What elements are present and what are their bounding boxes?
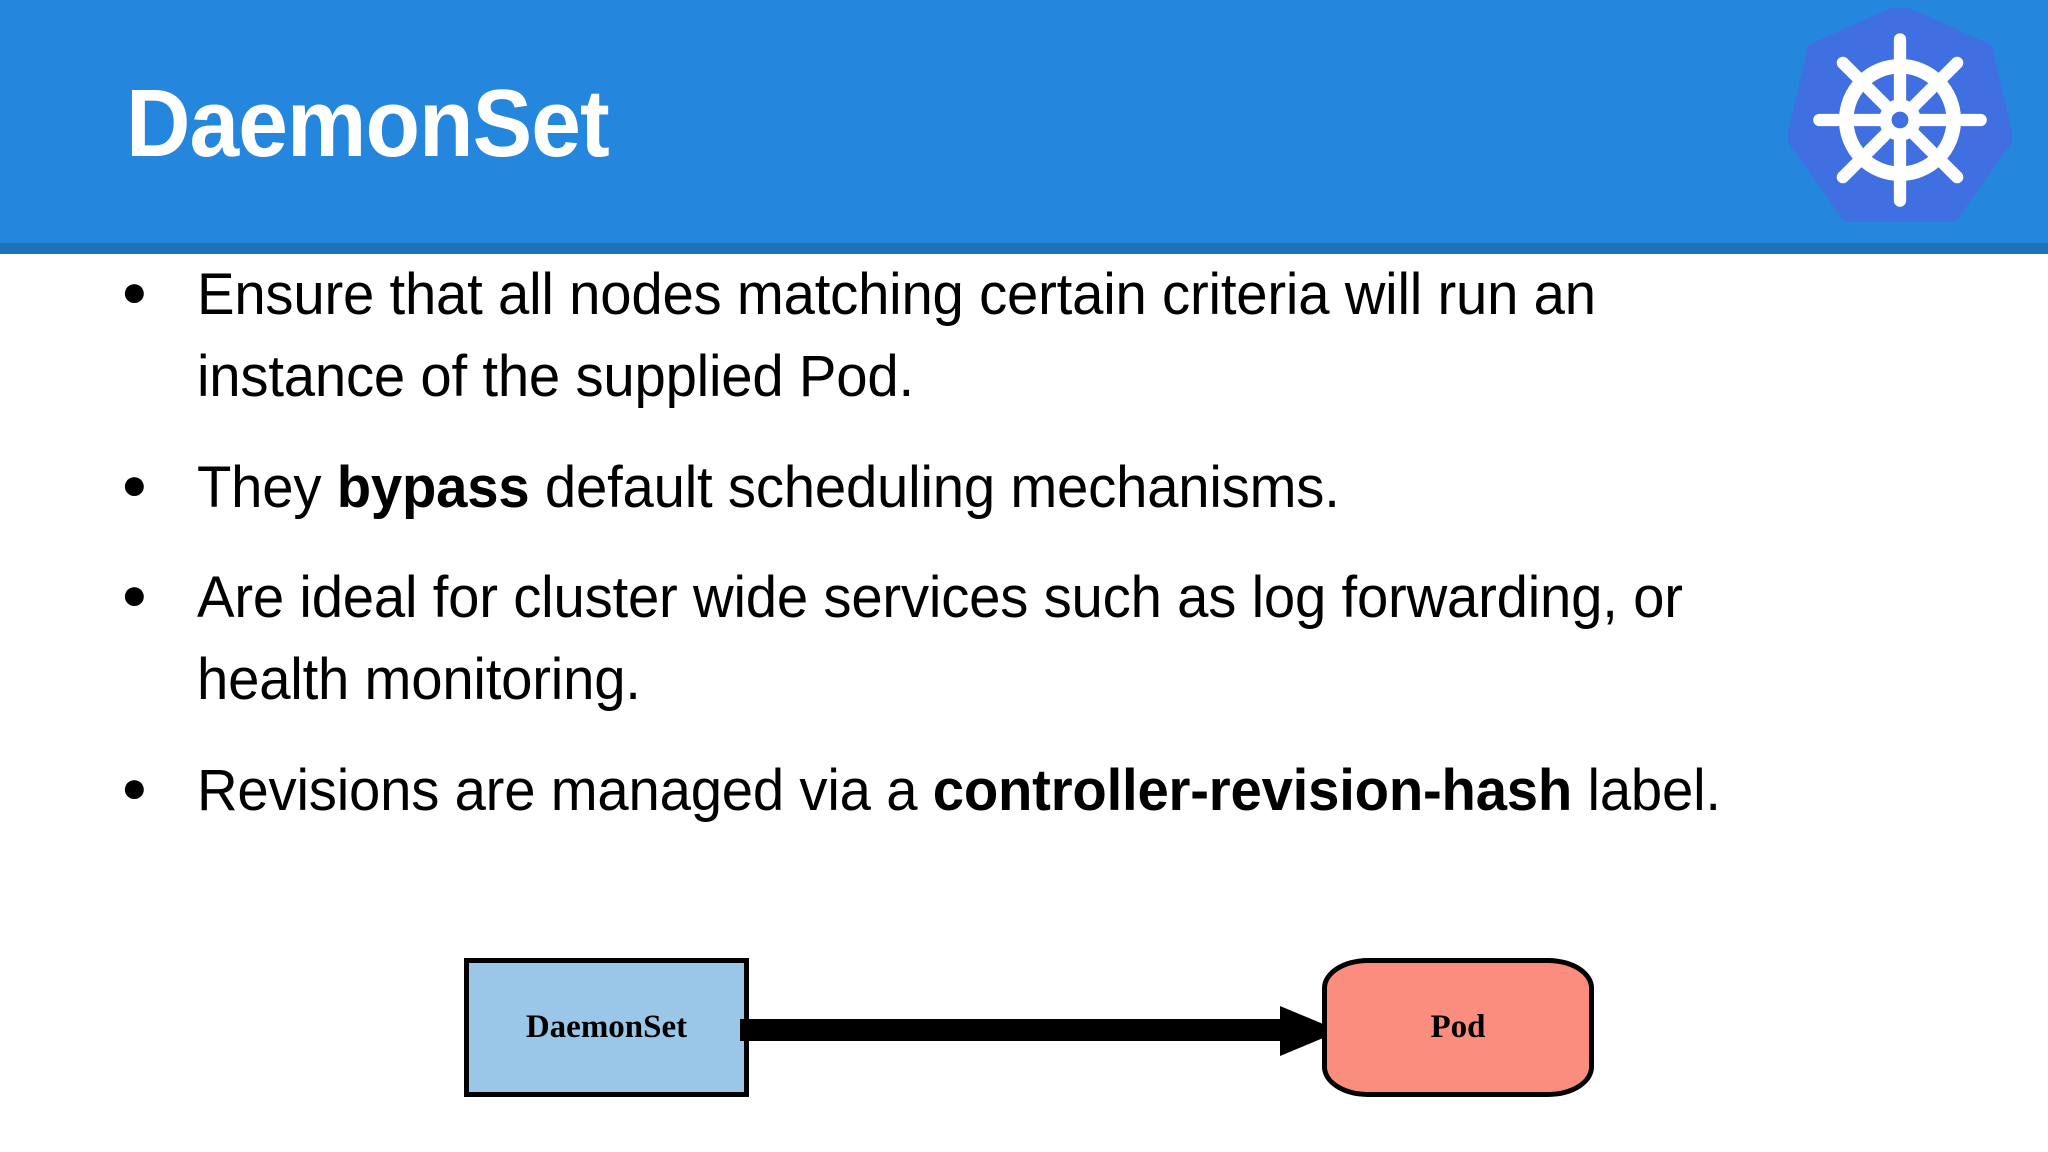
daemonset-pod-diagram: DaemonSet Pod <box>0 950 2048 1152</box>
bullet-text: They bypass default scheduling mechanism… <box>197 455 1340 520</box>
bullet-item: ● Are ideal for cluster wide services su… <box>0 557 1860 721</box>
diagram-node-daemonset: DaemonSet <box>464 958 749 1097</box>
bullet-dot-icon: ● <box>121 267 148 316</box>
bullet-text: Revisions are managed via a controller-r… <box>197 758 1721 823</box>
bullet-dot-icon: ● <box>121 570 148 619</box>
slide-header <box>0 0 2048 243</box>
bullet-item: ● Ensure that all nodes matching certain… <box>0 254 1860 418</box>
bullet-dot-icon: ● <box>121 763 148 812</box>
diagram-node-pod: Pod <box>1322 958 1594 1097</box>
bullet-item: ● They bypass default scheduling mechani… <box>0 447 1860 529</box>
bullet-item: ● Revisions are managed via a controller… <box>0 750 1900 832</box>
bullet-dot-icon: ● <box>121 460 148 509</box>
kubernetes-logo-icon <box>1786 4 2014 232</box>
header-underline <box>0 243 2048 254</box>
diagram-node-label: DaemonSet <box>525 1009 688 1045</box>
bullet-text: Ensure that all nodes matching certain c… <box>197 262 1596 409</box>
bullet-text: Are ideal for cluster wide services such… <box>197 565 1683 712</box>
diagram-arrow-icon <box>740 1006 1340 1056</box>
page-title: DaemonSet <box>126 70 610 177</box>
diagram-node-label: Pod <box>1430 1009 1486 1045</box>
